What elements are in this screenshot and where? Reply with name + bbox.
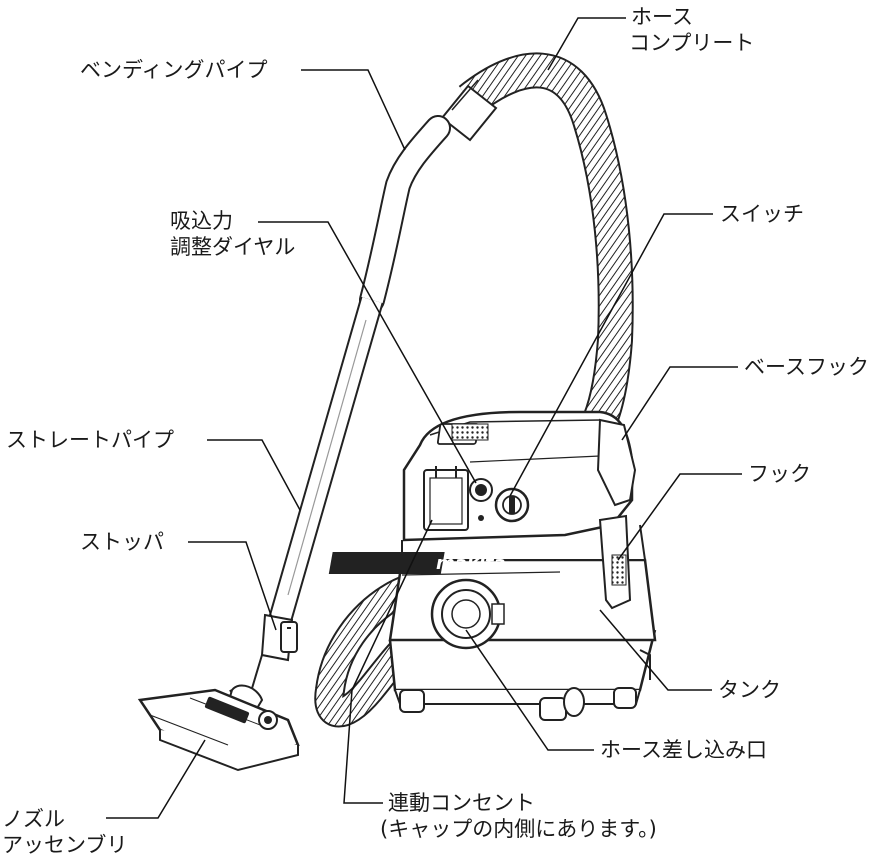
label-bending-pipe: ベンディングパイプ <box>80 58 268 82</box>
label-nozzle-assembly: ノズル アッセンブリ <box>2 807 128 857</box>
hose-inlet <box>430 578 505 650</box>
switch <box>494 487 530 523</box>
label-stopper: ストッパ <box>80 530 164 554</box>
label-linked-outlet: 連動コンセント (キャップの内側にあります。) <box>380 791 657 841</box>
leader-outlet <box>343 519 433 804</box>
label-straight-pipe: ストレートパイプ <box>6 428 174 452</box>
makita-logo: makita <box>328 552 506 574</box>
leader-hook <box>617 473 742 561</box>
label-hose-complete: ホース コンプリート <box>629 5 755 55</box>
label-hook: フック <box>748 462 811 486</box>
leader-nozzle <box>106 739 206 819</box>
leader-hose-inlet <box>465 629 594 751</box>
leader-base-hook <box>621 366 738 441</box>
front-panel <box>423 466 469 531</box>
base-caster <box>388 629 657 721</box>
nozzle-assembly <box>137 684 300 772</box>
leader-stopper <box>188 541 277 631</box>
hook <box>598 514 632 610</box>
label-switch: スイッチ <box>720 202 804 226</box>
leader-suction-dial <box>258 221 477 484</box>
svg-text:makita: makita <box>436 553 506 574</box>
hose-complete <box>440 52 634 427</box>
leader-bending-pipe <box>301 69 406 151</box>
label-hose-inlet: ホース差し込み口 <box>600 738 767 762</box>
bending-pipe <box>359 115 451 313</box>
base-hook <box>596 418 637 507</box>
leader-lines <box>106 17 742 819</box>
leader-switch <box>509 213 713 497</box>
suction-dial <box>469 478 493 521</box>
leader-straight-pipe <box>207 439 301 511</box>
straight-pipe <box>268 296 384 624</box>
label-suction-dial: 吸込力 調整ダイヤル <box>170 209 296 259</box>
label-base-hook: ベースフック <box>744 355 869 379</box>
label-tank: タンク <box>718 678 781 702</box>
leader-tank <box>599 609 712 691</box>
leader-hose <box>547 17 626 71</box>
